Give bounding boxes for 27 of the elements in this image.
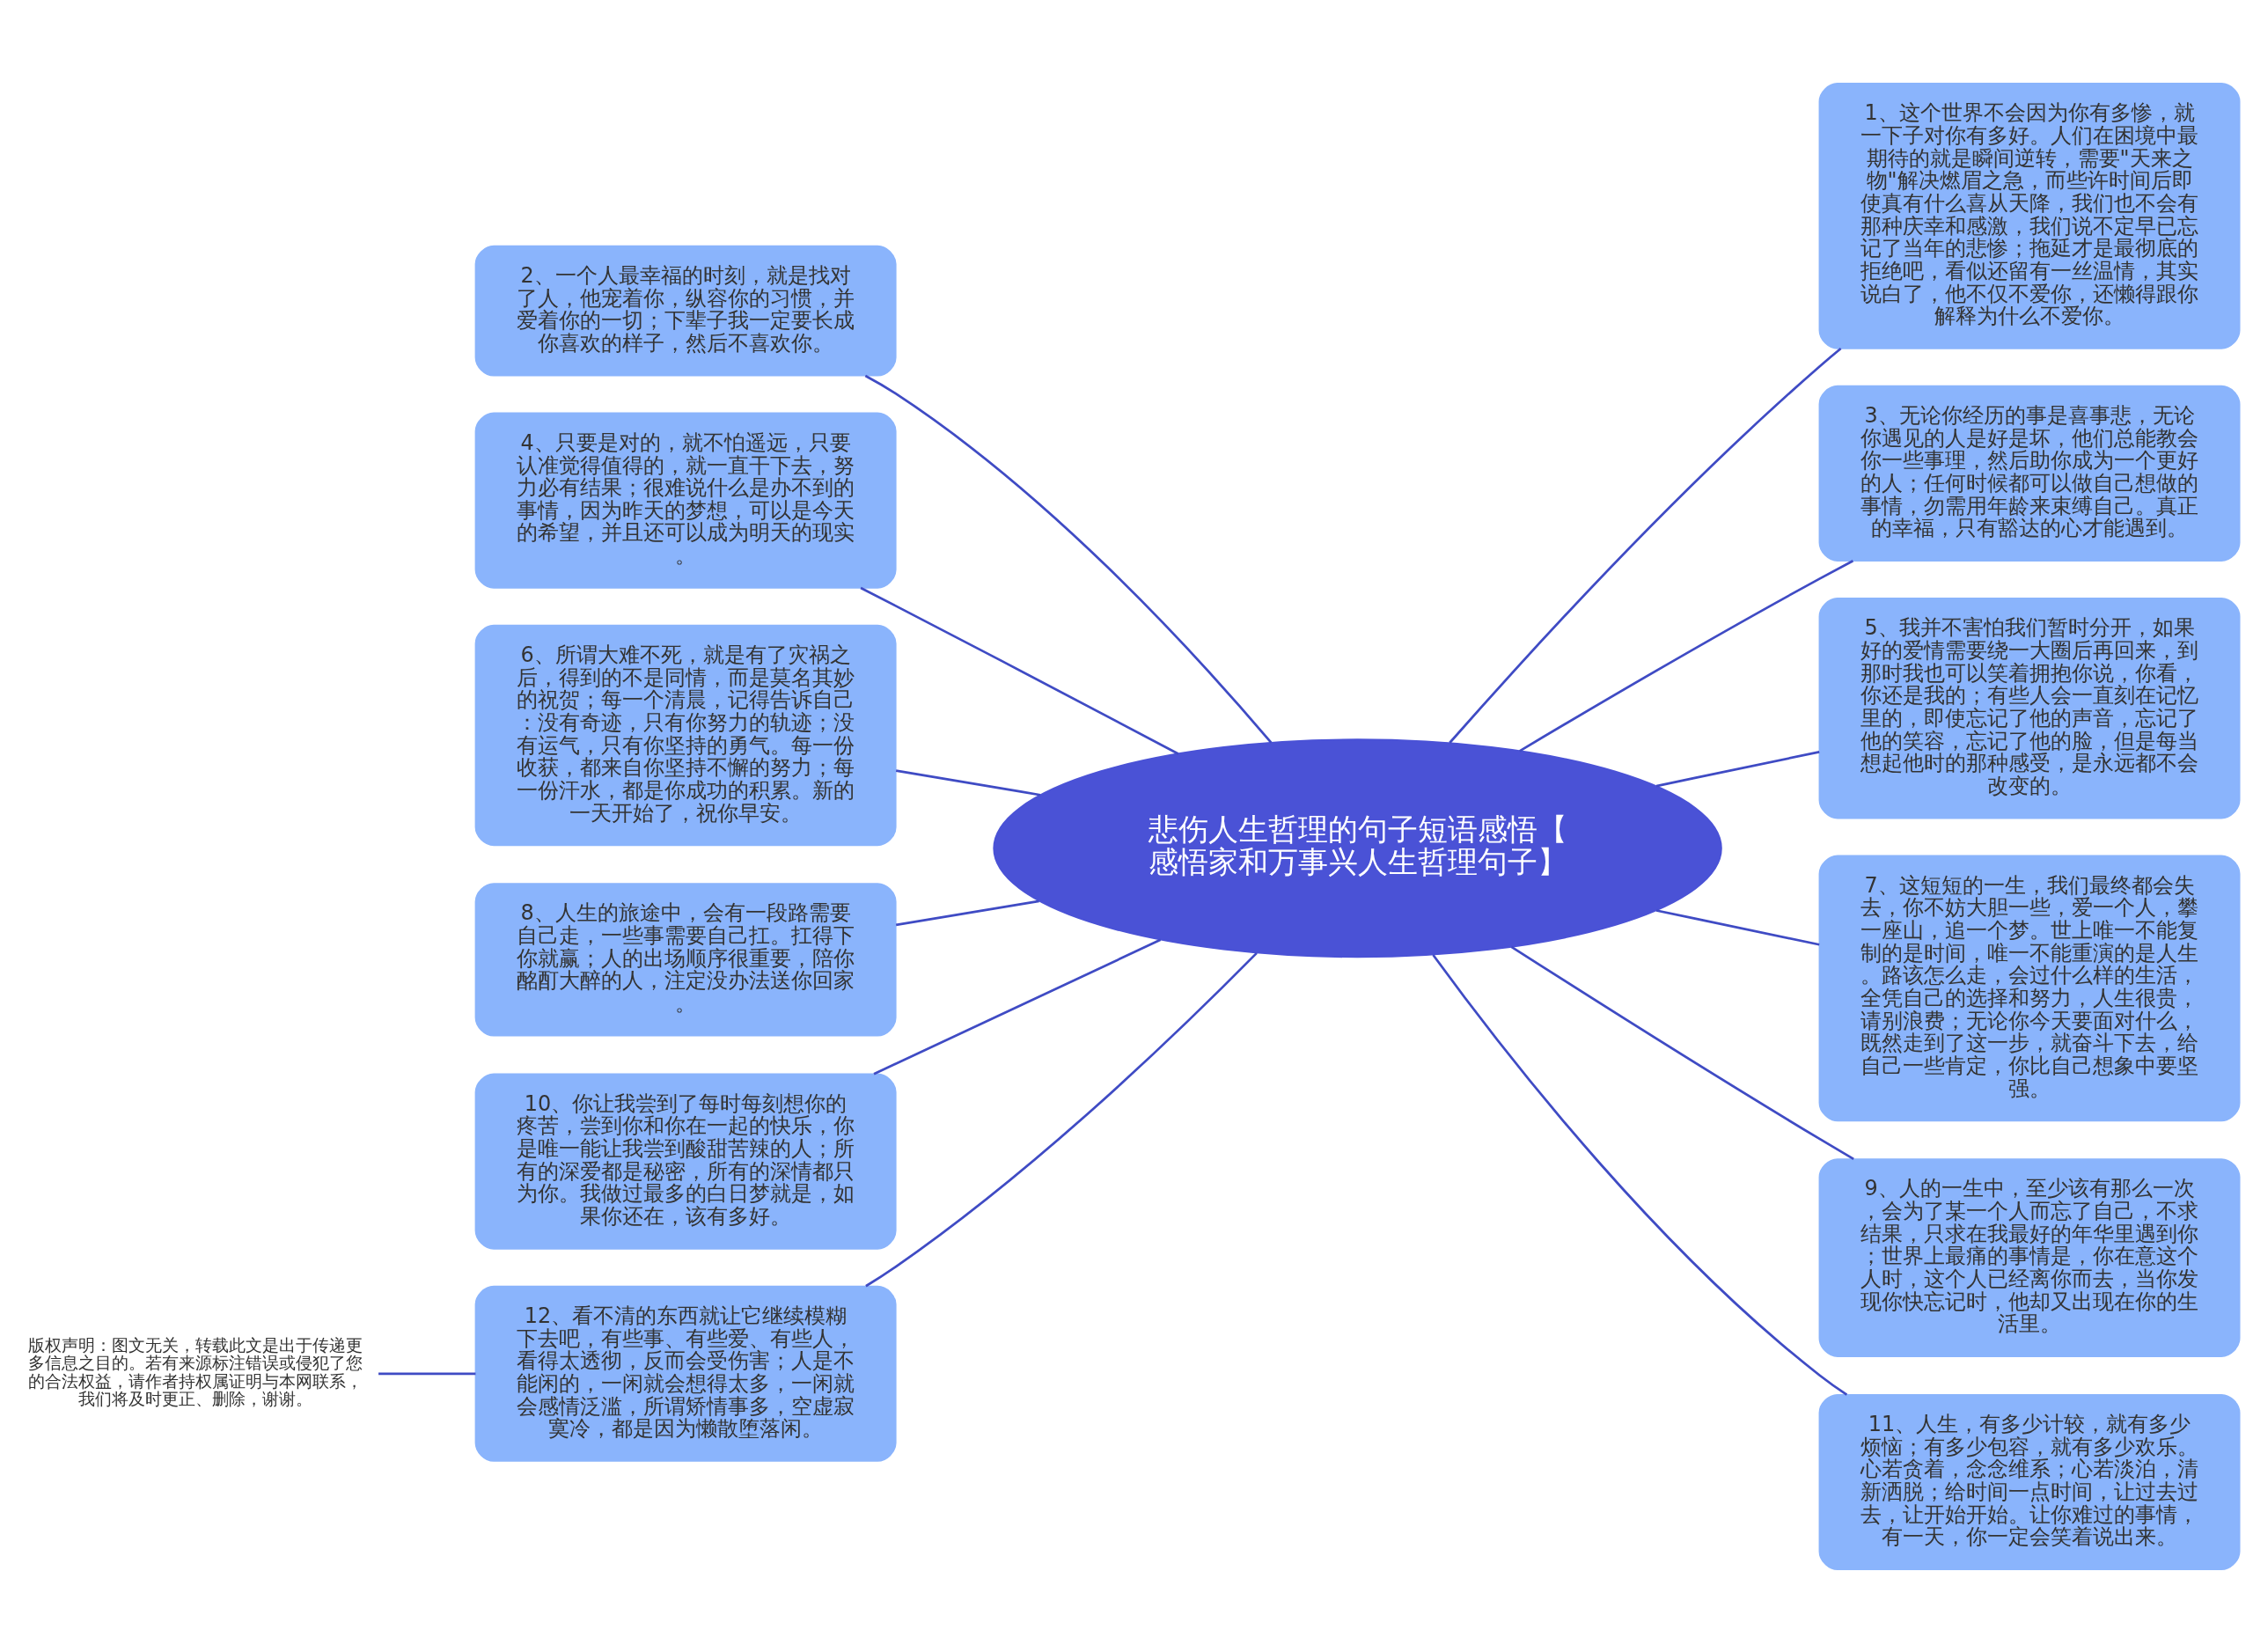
connector <box>1510 945 1854 1160</box>
node-box: 7、这短短的一生，我们最终都会失去，你不妨大胆一些，爱一个人，攀一座山，追一个梦。世上唯一不能复制的是时间，唯一不能重演的是人生。路该怎么走，会过什么样的生活，全凭自己的选择和努力，人生很贵，请别浪费；无论你今天要面对什么，既然走到了这一步，就奋斗下去，给自己一些肯定，你比自己想象中要坚强。 <box>1818 855 2241 1121</box>
connector <box>1655 908 1820 946</box>
connector <box>378 1371 476 1375</box>
node-box: 9、人的一生中，至少该有那么一次，会为了某一个人而忘了自己，不求结果，只求在我最好的年华里遇到你；世界上最痛的事情是，你在意这个人时，这个人已经离你而去，当你发现你快忘记时，他却又出现在你的生活里。 <box>1818 1157 2241 1357</box>
node-box: 2、一个人最幸福的时刻，就是找对了人，他宠着你，纵容你的习惯，并爱着你的一切；下辈子我一定要长成你喜欢的样子，然后不喜欢你。 <box>474 245 897 377</box>
node-box: 12、看不清的东西就让它继续模糊下去吧，有些事、有些爱、有些人，看得太透彻，反而会受伤害；人是不能闲的，一闲就会想得太多，一闲就会感情泛滥，所谓矫情事多，空虚寂寞冷，都是因为懒散堕落闲。 <box>474 1285 897 1462</box>
connector <box>860 586 1179 755</box>
node-box: 11、人生，有多少计较，就有多少烦恼；有多少包容，就有多少欢乐。心若贪着，念念维系；心若淡泊，清新洒脱；给时间一点时间，让过去过去，让开始开始。让你难过的事情，有一天，你一定会笑着说出来。 <box>1818 1393 2241 1570</box>
connector <box>1519 559 1854 752</box>
node-box: 8、人生的旅途中，会有一段路需要自己走，一些事需要自己扛。扛得下你就赢；人的出场顺序很重要，陪你酩酊大醉的人，注定没办法送你回家。 <box>474 882 897 1037</box>
node-box: 5、我并不害怕我们暂时分开，如果好的爱情需要绕一大圈后再回来，到那时我也可以笑着拥抱你说，你看，你还是我的；有些人会一直刻在记忆里的，即使忘记了他的声音，忘记了他的笑容，忘记了他的脸，但是每当想起他时的那种感受，是永远都不会改变的。 <box>1818 597 2241 819</box>
connector <box>895 768 1041 797</box>
node-box: 10、你让我尝到了每时每刻想你的疼苦，尝到你和你在一起的快乐，你是唯一能让我尝到酸甜苦辣的人；所有的深爱都是秘密，所有的深情都只为你。我做过最多的白日梦就是，如果你还在，该有多好。 <box>474 1073 897 1250</box>
connector <box>1449 347 1842 744</box>
connector <box>873 938 1162 1075</box>
node-ellipse: 悲伤人生哲理的句子短语感悟【感悟家和万事兴人生哲理句子】 <box>993 738 1722 958</box>
connector <box>1655 750 1820 787</box>
connector <box>895 899 1039 926</box>
node-box: 6、所谓大难不死，就是有了灾祸之后，得到的不是同情，而是莫名其妙的祝贺；每一个清晨，记得告诉自己：没有奇迹，只有你努力的轨迹；没有运气，只有你坚持的勇气。每一份收获，都来自你坚持不懈的努力；每一份汗水，都是你成功的积累。新的一天开始了，祝你早安。 <box>474 624 897 846</box>
node-box: 3、无论你经历的事是喜事悲，无论你遇见的人是好是坏，他们总能教会你一些事理，然后助你成为一个更好的人；任何时候都可以做自己想做的事情，勿需用年龄来束缚自己。真正的幸福，只有豁达的心才能遇到。 <box>1818 385 2241 562</box>
node-box: 1、这个世界不会因为你有多惨，就一下子对你有多好。人们在困境中最期待的就是瞬间逆转，需要"天来之物"解决燃眉之急，而些许时间后即使真有什么喜从天降，我们也不会有那种庆幸和感激，我们说不定早已忘记了当年的悲惨；拖延才是最彻底的拒绝吧，看似还留有一丝温情，其实说白了，他不仅不爱你，还懒得跟你解释为什么不爱你。 <box>1818 82 2241 349</box>
node-box: 4、只要是对的，就不怕遥远，只要认准觉得值得的，就一直干下去，努力必有结果；很难说什么是办不到的事情，因为昨天的梦想，可以是今天的希望，并且还可以成为明天的现实。 <box>474 412 897 589</box>
node-text: 版权声明：图文无关，转载此文是出于传递更多信息之目的。若有来源标注错误或侵犯了您的合法权益，请作者持权属证明与本网联系，我们将及时更正、删除，谢谢。 <box>28 1335 363 1408</box>
connector <box>1432 953 1848 1396</box>
connector <box>865 951 1258 1287</box>
connector <box>864 374 1273 744</box>
